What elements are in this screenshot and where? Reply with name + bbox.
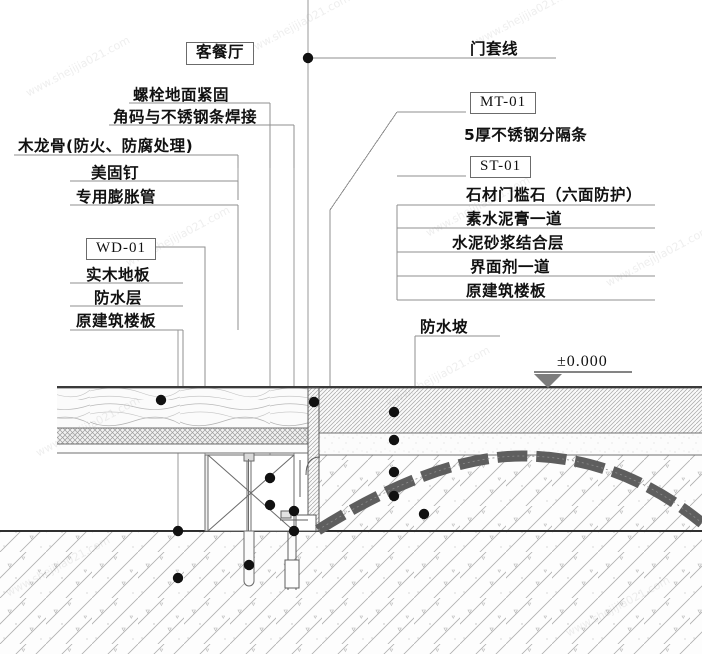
elevation-marker-triangle	[534, 371, 632, 388]
layer-separation-lines	[57, 387, 702, 456]
wood-floor-layer	[57, 388, 319, 428]
label-door-casing: 门套线	[470, 40, 519, 58]
waterproof-membrane-layer	[57, 428, 319, 444]
orig-slab-band-left	[57, 444, 319, 453]
leader-dots	[155, 52, 430, 584]
code-tag-st-01: ST-01	[470, 156, 532, 178]
label-stone-sill: 石材门槛石（六面防护）	[466, 186, 643, 204]
label-waterproof-layer: 防水层	[94, 289, 143, 307]
label-wood-keel: 木龙骨(防火、防腐处理)	[18, 137, 194, 155]
label-orig-slab-right: 原建筑楼板	[466, 282, 547, 300]
label-steel-strip: 5厚不锈钢分隔条	[464, 126, 588, 144]
code-tag-wd-01: WD-01	[86, 238, 156, 260]
slab-top-line	[0, 386, 702, 532]
elevation-value: ±0.000	[557, 353, 608, 370]
waterproof-slope-arc	[315, 450, 702, 535]
label-expansion-tube: 专用膨胀管	[76, 188, 157, 206]
room-title-tag: 客餐厅	[186, 42, 255, 65]
label-interface-agent: 界面剂一道	[470, 258, 551, 276]
label-cement-paste: 素水泥膏一道	[466, 210, 563, 228]
label-angle-weld: 角码与不锈钢条焊接	[113, 108, 258, 126]
structural-slab-upper	[319, 455, 702, 531]
label-orig-slab-left: 原建筑楼板	[76, 312, 157, 330]
angle-bracket-detail	[280, 456, 321, 590]
stone-sill-layer	[319, 388, 702, 433]
label-waterproof-slope: 防水坡	[420, 318, 469, 336]
code-tag-mt-01: MT-01	[470, 92, 537, 114]
stainless-steel-divider	[307, 387, 320, 532]
label-mortar-layer: 水泥砂浆结合层	[452, 234, 565, 252]
structural-slab-lower	[0, 531, 702, 654]
label-solid-wood-floor: 实木地板	[86, 266, 151, 284]
label-bolt-fix: 螺栓地面紧固	[133, 86, 230, 104]
label-meigu-nail: 美固钉	[91, 164, 140, 182]
mortar-bed-layer	[319, 433, 702, 455]
